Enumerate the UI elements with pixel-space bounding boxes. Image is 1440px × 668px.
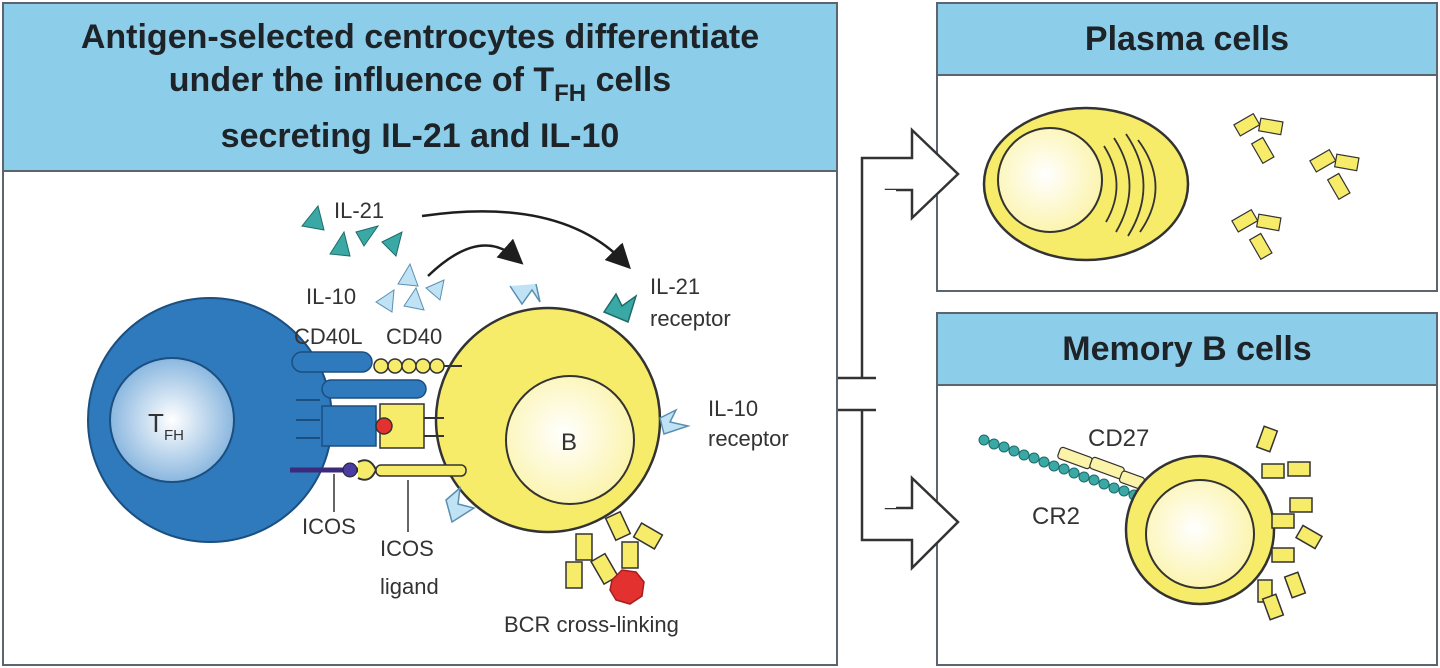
il10-receptor-left	[445, 486, 476, 524]
icos-complex	[290, 459, 467, 532]
bcr-receptors	[565, 510, 664, 605]
il21-receptor	[602, 292, 638, 324]
plasma-cells-title: Plasma cells	[938, 4, 1436, 76]
title-line-2: under the influence of TFH cells	[168, 61, 672, 107]
main-panel: Antigen-selected centrocytes differentia…	[2, 2, 838, 666]
main-panel-title: Antigen-selected centrocytes differentia…	[4, 4, 836, 172]
tfh-cell: T FH	[87, 297, 333, 543]
il21-arrow	[421, 210, 631, 270]
secreted-antibodies	[1231, 113, 1360, 260]
tfh-label-sub: FH	[164, 427, 184, 444]
title-line-3: secreting IL-21 and IL-10	[220, 117, 620, 155]
memory-bcr-receptors	[1255, 425, 1324, 621]
il10-receptor-top	[509, 283, 541, 306]
plasma-cell	[982, 106, 1190, 262]
il21-receptor-label-1: IL-21	[650, 274, 700, 299]
icos-ligand-label-2: ligand	[380, 574, 439, 599]
cd40-label: CD40	[386, 324, 442, 349]
tfh-label: T	[148, 408, 164, 438]
memory-b-cell	[1124, 454, 1276, 606]
icos-label: ICOS	[302, 514, 356, 539]
il10-receptor-label-2: receptor	[708, 426, 789, 451]
il10-receptor-label-1: IL-10	[708, 396, 758, 421]
il10-receptor-right	[659, 408, 691, 435]
cd27-receptors	[1057, 446, 1146, 490]
il21-label: IL-21	[334, 198, 384, 223]
il21-cytokines	[301, 204, 403, 257]
cd27-label: CD27	[1088, 425, 1149, 452]
cr2-chain	[978, 434, 1147, 501]
icos-ligand-label-1: ICOS	[380, 536, 434, 561]
cd40-chain	[373, 358, 462, 374]
bcr-cross-linking-label: BCR cross-linking	[504, 612, 679, 637]
title-line-1: Antigen-selected centrocytes differentia…	[80, 18, 760, 56]
cd40l-label: CD40L	[294, 324, 362, 349]
memory-b-cells-title: Memory B cells	[938, 314, 1436, 386]
tfh-receptors	[291, 351, 427, 447]
b-label: B	[561, 429, 577, 456]
mhc-complex	[375, 403, 444, 449]
antigen	[609, 569, 645, 605]
il10-label: IL-10	[306, 284, 356, 309]
cr2-label: CR2	[1032, 503, 1080, 530]
il10-arrow	[427, 238, 524, 277]
il21-receptor-label-2: receptor	[650, 306, 731, 331]
b-cell: B	[434, 306, 662, 534]
il10-cytokines	[375, 262, 445, 313]
differentiation-arrows	[838, 127, 960, 572]
